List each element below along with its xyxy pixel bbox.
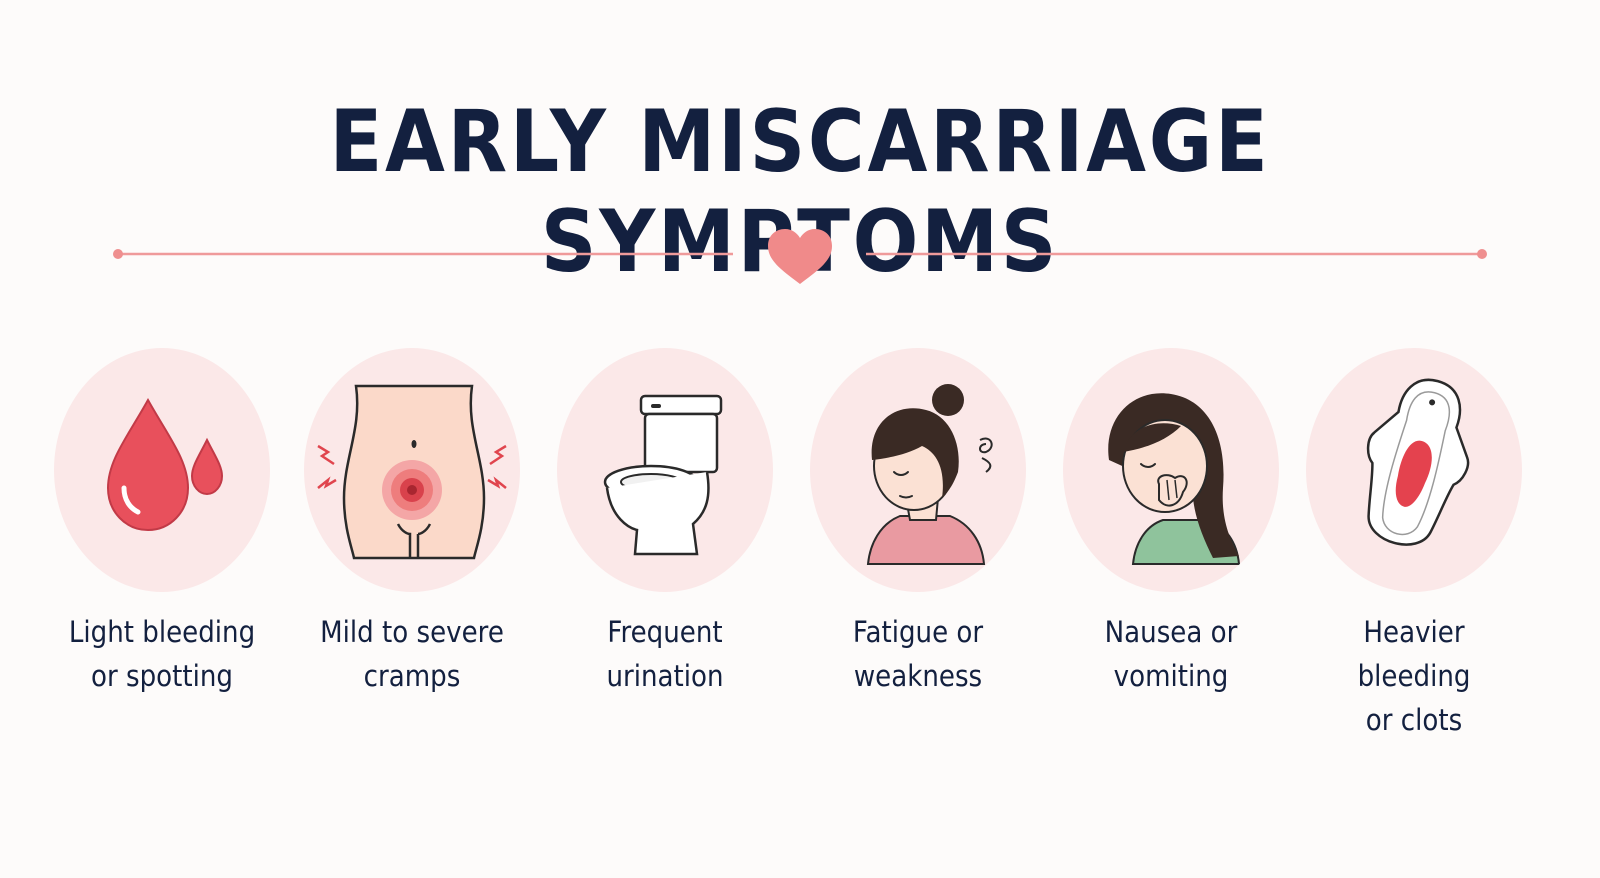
- symptom-label: Nausea or vomiting: [1104, 615, 1238, 693]
- icon-circle: [54, 348, 270, 592]
- nauseous-woman-icon: [1108, 393, 1241, 565]
- divider-dot-right: [1477, 249, 1487, 259]
- sanitary-pad-icon: [1366, 378, 1470, 546]
- blood-drops-icon: [106, 397, 224, 532]
- heart-icon: [768, 229, 832, 284]
- abdominal-cramp-icon: [317, 384, 507, 560]
- divider-dot-left: [113, 249, 123, 259]
- icon-circle: [1063, 348, 1279, 592]
- icon-circle: [304, 348, 520, 592]
- symptom-label: Light bleeding or spotting: [68, 615, 256, 693]
- icon-circle: [1306, 348, 1522, 592]
- symptom-label: Heavier bleeding or clots: [1357, 615, 1471, 737]
- symptom-label: Mild to severe cramps: [320, 615, 504, 693]
- symptoms-list: Light bleeding or spotting Mild to sever…: [0, 348, 1600, 737]
- toilet-icon: [603, 394, 723, 556]
- tired-woman-icon: [866, 384, 993, 565]
- heart-divider: [113, 229, 1487, 284]
- icon-circle: [557, 348, 773, 592]
- symptom-label: Frequent urination: [606, 615, 724, 693]
- icon-circle: [810, 348, 1026, 592]
- symptom-label: Fatigue or weakness: [852, 615, 984, 693]
